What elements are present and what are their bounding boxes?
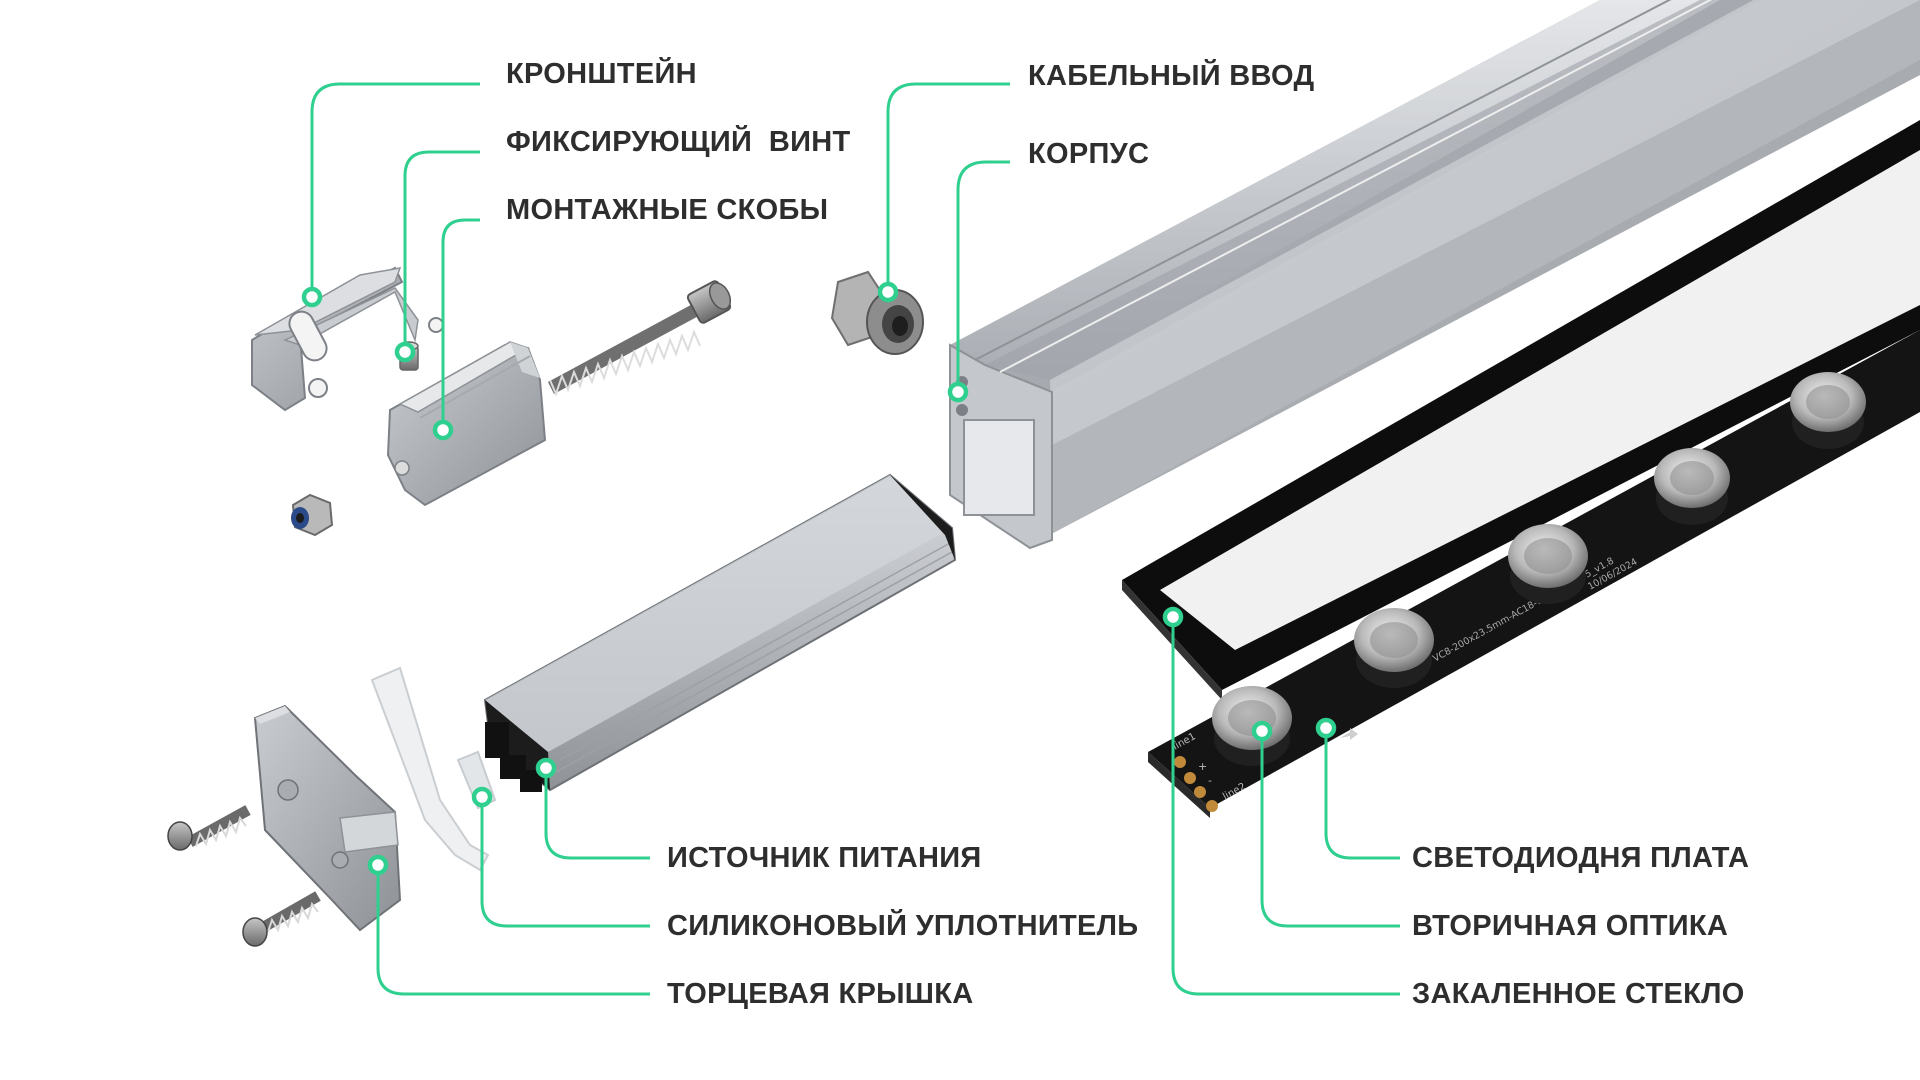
optic-lens-2 [1354, 608, 1434, 688]
callout-dot-silicone-seal [471, 786, 493, 808]
leader-line-silicone-seal [480, 797, 650, 928]
callout-dot-end-cap [367, 854, 389, 876]
label-led-board: СВЕТОДИОДНЯ ПЛАТА [1412, 842, 1750, 874]
leader-line-housing [956, 160, 1010, 392]
pcb-solder-pads [1174, 756, 1218, 812]
optic-lens-5 [1790, 372, 1866, 449]
callout-dot-cable-gland [877, 281, 899, 303]
optic-lens-4 [1654, 448, 1730, 525]
leader-line-led-board [1324, 728, 1400, 860]
callout-dot-secondary-optics [1251, 720, 1273, 742]
housing-profile [949, 0, 1920, 550]
power-supply [483, 473, 957, 792]
callout-dot-led-board [1315, 717, 1337, 739]
lock-nut [291, 493, 334, 537]
leader-line-mounting-clamps [441, 218, 480, 430]
pcb-arrow-icon [1340, 728, 1358, 740]
leader-line-bracket [310, 82, 480, 297]
leader-line-secondary-optics [1260, 731, 1400, 928]
optic-lens-3 [1508, 524, 1588, 604]
leader-line-cable-gland [886, 82, 1010, 292]
mounting-clamp [386, 341, 547, 507]
pcb-plus-mark: + [1198, 760, 1207, 773]
label-housing: КОРПУС [1028, 138, 1150, 170]
optic-lens-1 [1212, 686, 1292, 766]
psu-connectors [485, 722, 542, 792]
bracket [251, 266, 444, 412]
label-secondary-optics: ВТОРИЧНАЯ ОПТИКА [1412, 910, 1729, 942]
label-mounting-clamps: МОНТАЖНЫЕ СКОБЫ [506, 194, 829, 226]
label-silicone-seal: СИЛИКОНОВЫЙ УПЛОТНИТЕЛЬ [667, 910, 1139, 942]
label-power-supply: ИСТОЧНИК ПИТАНИЯ [667, 842, 982, 874]
callout-dot-housing [947, 381, 969, 403]
leader-lines [310, 82, 1400, 996]
end-cap-screw-bottom [242, 891, 321, 947]
label-fixing-screw: ФИКСИРУЮЩИЙ ВИНТ [506, 126, 851, 158]
callout-dot-power-supply [535, 757, 557, 779]
leader-line-end-cap [376, 865, 650, 996]
label-tempered-glass: ЗАКАЛЕННОЕ СТЕКЛО [1412, 978, 1745, 1010]
led-board: line1 line2 + - VC8-200x23.5mm-AC18-6-ch… [1148, 330, 1920, 818]
label-end-cap: ТОРЦЕВАЯ КРЫШКА [667, 978, 974, 1010]
label-cable-gland: КАБЕЛЬНЫЙ ВВОД [1028, 60, 1315, 92]
label-bracket: КРОНШТЕЙН [506, 58, 697, 90]
callout-dot-fixing-screw [394, 341, 416, 363]
threaded-bolt [548, 280, 732, 397]
callout-dot-tempered-glass [1162, 606, 1184, 628]
cable-gland [830, 270, 924, 355]
leader-line-tempered-glass [1171, 617, 1400, 996]
end-cap [253, 704, 402, 932]
leader-line-fixing-screw [403, 150, 480, 352]
pcb-minus-mark: - [1208, 774, 1212, 787]
callout-dots [301, 281, 1337, 876]
callout-dot-bracket [301, 286, 323, 308]
leader-line-power-supply [544, 768, 650, 860]
callout-dot-mounting-clamps [432, 419, 454, 441]
end-cap-screw-top [167, 805, 251, 851]
